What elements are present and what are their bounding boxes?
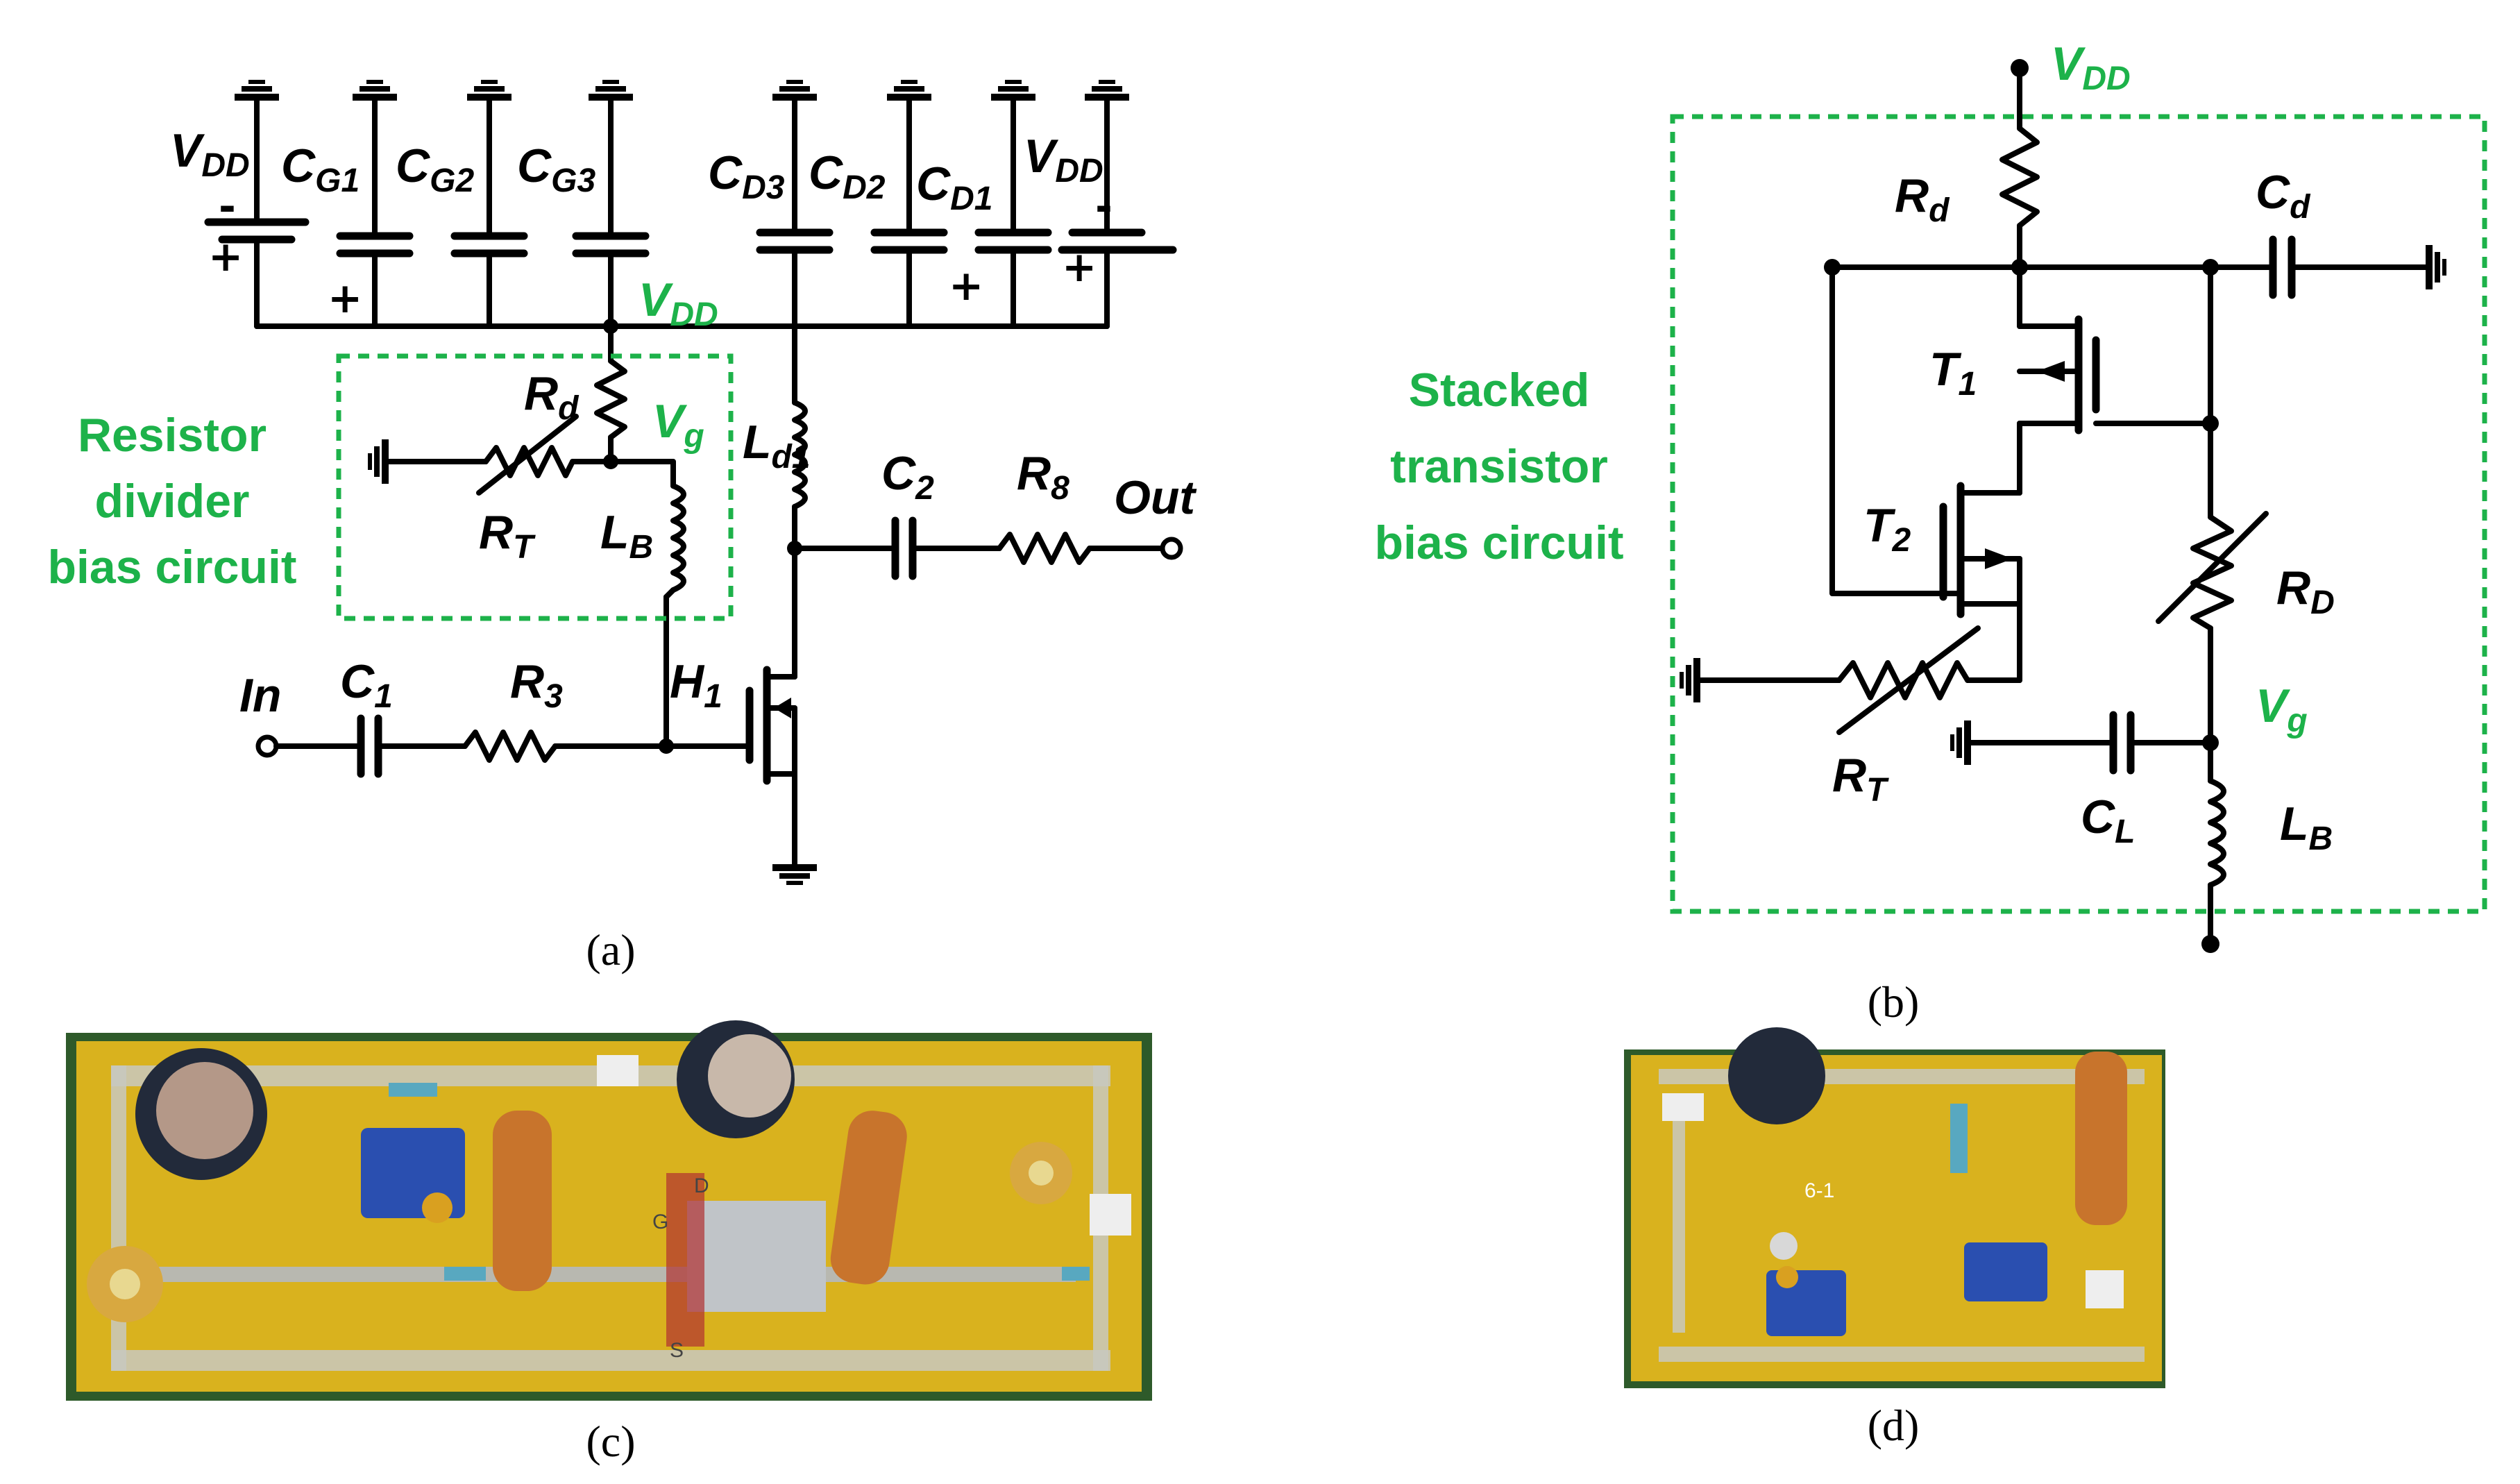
- label-box-a-line3: bias circuit: [47, 541, 296, 593]
- panel-a-schematic: VDD + - + CG1 CG2 CG3 VDD CD3 CD2 CD1 VD…: [47, 82, 1196, 975]
- label-rt-b: RT: [1832, 749, 1889, 809]
- capacitor-cg3: [572, 82, 650, 329]
- inductor-lb-b: [2208, 778, 2226, 888]
- label-cd2: CD2: [809, 146, 886, 206]
- label-r3: R3: [510, 655, 563, 715]
- label-plus-cg1: +: [328, 274, 362, 323]
- board-mark-g: G: [652, 1211, 668, 1233]
- label-cg2: CG2: [396, 140, 474, 199]
- label-plus-right: +: [1062, 243, 1097, 292]
- label-in: In: [239, 669, 281, 722]
- label-cg3: CG3: [517, 140, 595, 199]
- battery-vdd-right: [1058, 82, 1177, 329]
- label-lb: LB: [600, 506, 653, 566]
- caption-a: (a): [586, 925, 635, 975]
- label-ld1: Ld1: [743, 416, 811, 475]
- capacitor-cd3: [756, 82, 834, 329]
- label-vg-b: Vg: [2256, 680, 2308, 739]
- panel-b-schematic: VDD Rd Cd T1 T2 RD Vg RT CL LB Stacked t…: [1374, 37, 2487, 1027]
- board-mark-s: S: [670, 1339, 684, 1362]
- variable-resistor-rd-b: [2190, 514, 2234, 631]
- output-terminal: [1160, 537, 1183, 560]
- panel-c-photo: G D S (c): [66, 1020, 1152, 1466]
- label-cg1: CG1: [281, 140, 360, 199]
- label-plus-left: +: [208, 233, 243, 281]
- label-cd3: CD3: [708, 146, 785, 206]
- label-cd-b: Cd: [2256, 166, 2311, 226]
- label-t1: T1: [1929, 343, 1977, 403]
- label-box-b-line3: bias circuit: [1374, 516, 1623, 569]
- label-cd1: CD1: [916, 158, 992, 217]
- label-t2: T2: [1863, 499, 1911, 559]
- label-rt: RT: [479, 506, 536, 566]
- label-plus-cd1: +: [949, 262, 983, 310]
- label-cl: CL: [2081, 791, 2135, 850]
- label-rd-b: Rd: [1895, 169, 1950, 229]
- resistor-rd-b: [1999, 126, 2040, 228]
- label-rd: Rd: [524, 367, 580, 427]
- battery-vdd-left: [204, 199, 310, 253]
- capacitor-cd1: [974, 82, 1052, 329]
- label-r8: R8: [1017, 447, 1069, 507]
- label-box-b-line1: Stacked: [1409, 364, 1590, 416]
- label-lb-b: LB: [2280, 798, 2333, 857]
- label-h1: H1: [670, 655, 722, 715]
- transistor-h1: [745, 546, 817, 883]
- label-box-b-line2: transistor: [1390, 440, 1608, 493]
- caption-d: (d): [1868, 1401, 1920, 1450]
- resistor-divider-box: [336, 353, 734, 621]
- label-minus-right: -: [1095, 183, 1113, 231]
- label-vdd-left: VDD: [170, 124, 250, 184]
- label-box-a-line2: divider: [95, 475, 250, 528]
- label-c2: C2: [881, 447, 934, 507]
- caption-b: (b): [1868, 977, 1920, 1027]
- resistor-r8: [997, 532, 1092, 565]
- transistor-t2: [1939, 482, 2022, 683]
- transistor-t1: [2017, 264, 2213, 496]
- label-vg: Vg: [652, 395, 704, 455]
- capacitor-cg2: [450, 82, 528, 329]
- panel-d-photo: 6-1 (d): [1624, 1027, 2165, 1450]
- resistor-rd: [594, 358, 627, 440]
- label-vdd-b: VDD: [2051, 37, 2131, 97]
- label-vdd-right: VDD: [1024, 130, 1103, 189]
- capacitor-cd2: [870, 82, 948, 329]
- board-mark-6-1: 6-1: [1804, 1179, 1834, 1202]
- caption-c: (c): [586, 1417, 635, 1466]
- capacitor-cg1: [336, 82, 414, 329]
- variable-resistor-rt-b: [1836, 660, 1970, 700]
- label-vdd-node: VDD: [639, 273, 718, 333]
- inductor-lb: [670, 483, 686, 593]
- stacked-transistor-box: [1670, 114, 2487, 914]
- label-rd-var: RD: [2276, 562, 2335, 621]
- resistor-r3: [462, 730, 558, 763]
- label-minus-left: -: [219, 183, 236, 231]
- label-out: Out: [1114, 471, 1196, 524]
- label-box-a-line1: Resistor: [78, 409, 267, 462]
- variable-resistor-rt: [483, 445, 575, 478]
- board-mark-d: D: [694, 1174, 709, 1197]
- inductor-ld1: [792, 400, 808, 509]
- label-c1: C1: [340, 655, 393, 715]
